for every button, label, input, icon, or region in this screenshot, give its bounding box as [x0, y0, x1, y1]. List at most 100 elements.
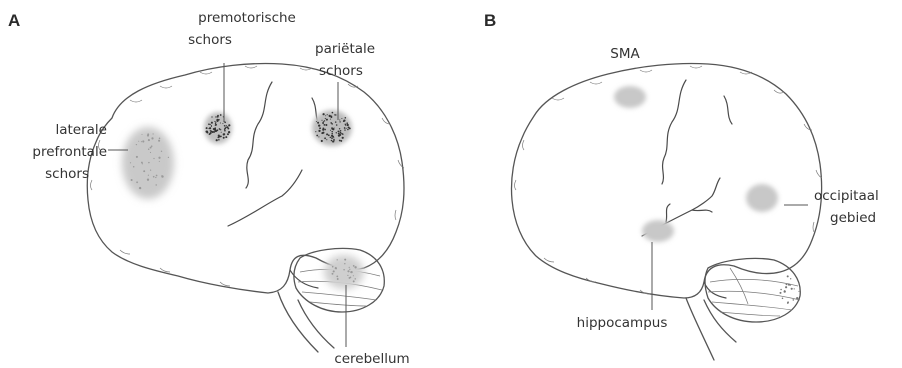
stipple-dot: [150, 152, 151, 153]
panel-b: B SMA occipitaal gebied hippocampus: [484, 11, 879, 360]
stipple-dot: [324, 120, 325, 121]
stipple-dot: [153, 176, 155, 178]
stipple-dot: [158, 157, 160, 159]
stipple-dot: [332, 128, 334, 130]
stipple-dot: [153, 133, 154, 134]
activation-occipital: [746, 184, 778, 212]
stipple-dot: [142, 134, 143, 135]
stipple-dot: [214, 121, 215, 122]
stipple-dot: [782, 298, 784, 300]
activation-prefrontal: [122, 127, 174, 199]
stipple-dot: [210, 124, 211, 125]
stipple-dot: [161, 175, 163, 177]
stipple-dot: [339, 128, 340, 129]
stipple-dot: [214, 128, 216, 130]
stipple-dot: [325, 115, 326, 116]
cerebellum-b-folia: [708, 268, 800, 316]
stipple-dot: [342, 137, 344, 139]
stipple-dot: [324, 129, 326, 131]
stipple-dot: [328, 134, 330, 136]
stipple-dot: [222, 123, 223, 124]
stipple-dot: [142, 163, 143, 164]
stipple-dot: [208, 123, 210, 125]
label-parietal-line1: pariëtale: [315, 41, 375, 57]
stipple-dot: [339, 140, 341, 142]
stipple-dot: [155, 184, 156, 185]
stipple-dot: [133, 166, 135, 168]
stipple-dot: [335, 121, 336, 122]
stipple-dot: [347, 270, 349, 272]
stipple-dot: [223, 137, 225, 139]
stipple-dot: [150, 147, 152, 149]
stipple-dot: [206, 131, 208, 133]
stipple-dot: [216, 119, 218, 121]
brain-b-gyri: [515, 66, 823, 294]
stipple-dot: [794, 288, 795, 289]
stipple-dot: [336, 268, 337, 269]
label-prefrontal-line3: schors: [45, 166, 89, 182]
stipple-dot: [215, 122, 216, 123]
stipple-dot: [355, 278, 356, 279]
label-premotor-line2: schors: [188, 32, 232, 48]
activation-sma: [614, 86, 646, 108]
stipple-dot: [213, 131, 215, 133]
cerebellum-b-outline: [705, 258, 800, 322]
stipple-dot: [784, 290, 785, 291]
panel-a: A premotorische schors pariëtale schors: [8, 10, 410, 367]
stipple-dot: [331, 116, 333, 118]
activation-dots-b: [779, 275, 799, 304]
stipple-dot: [147, 133, 149, 135]
stipple-dot: [224, 130, 226, 132]
stipple-dot: [224, 133, 226, 135]
stipple-dot: [138, 141, 139, 142]
stipple-dot: [158, 140, 160, 142]
label-occipital-line1: occipitaal: [814, 188, 879, 204]
stipple-dot: [347, 124, 349, 126]
stipple-dot: [211, 122, 213, 124]
stipple-dot: [340, 130, 342, 132]
stipple-dot: [332, 112, 334, 114]
stipple-dot: [210, 130, 212, 132]
stipple-dot: [227, 127, 228, 128]
stipple-dot: [332, 266, 334, 268]
panel-b-letter: B: [484, 11, 496, 30]
activation-cerebellum: [324, 255, 364, 289]
stipple-dot: [349, 269, 350, 270]
stipple-dot: [796, 297, 798, 299]
stipple-dot: [136, 144, 137, 145]
stipple-dot: [139, 187, 141, 189]
stipple-dot: [322, 122, 324, 124]
stipple-dot: [334, 127, 335, 128]
stipple-dot: [228, 131, 230, 133]
stipple-dot: [218, 135, 220, 137]
stipple-dot: [331, 133, 332, 134]
stipple-dot: [336, 275, 338, 277]
stipple-dot: [338, 133, 340, 135]
stipple-dot: [226, 125, 227, 126]
stipple-dot: [337, 278, 339, 280]
stipple-dot: [336, 132, 337, 133]
stipple-dot: [339, 119, 340, 120]
stipple-dot: [344, 259, 346, 261]
stipple-dot: [153, 158, 154, 159]
stipple-dot: [329, 115, 331, 117]
stipple-dot: [349, 267, 350, 268]
stipple-dot: [317, 122, 319, 124]
stipple-dot: [331, 123, 333, 125]
sylvian-fissure-a: [228, 170, 302, 226]
stipple-dot: [168, 157, 169, 158]
stipple-dot: [345, 124, 346, 125]
stipple-dot: [220, 122, 221, 123]
stipple-dot: [332, 273, 334, 275]
stipple-dot: [347, 129, 349, 131]
stipple-dot: [224, 125, 226, 127]
stipple-dot: [225, 136, 227, 138]
central-sulcus-b: [662, 80, 686, 184]
stipple-dot: [332, 141, 334, 143]
stipple-dot: [321, 132, 323, 134]
stipple-dot: [224, 122, 226, 124]
stipple-dot: [334, 114, 335, 115]
stipple-dot: [339, 131, 340, 132]
stipple-dot: [326, 133, 328, 135]
